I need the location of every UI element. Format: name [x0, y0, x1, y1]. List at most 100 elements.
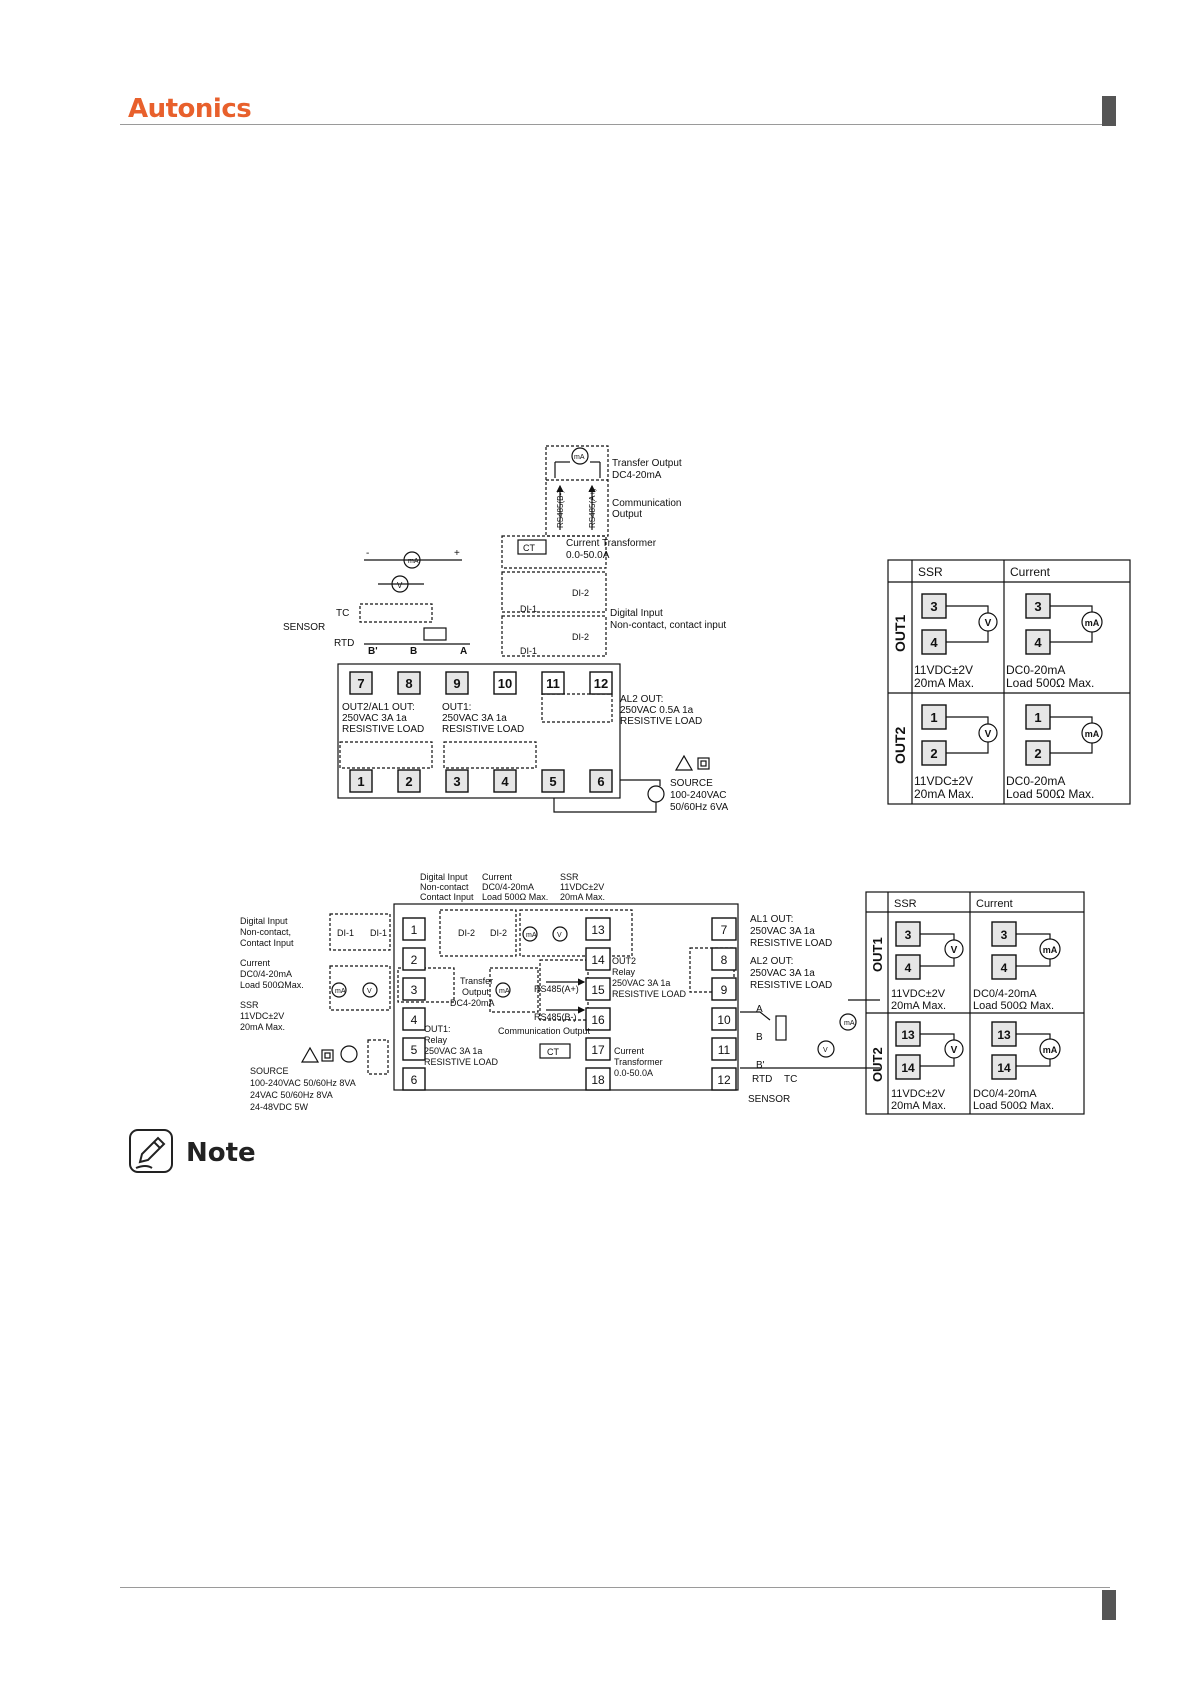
d2-di-top-1: Digital Input [420, 872, 468, 882]
warning-icons-2 [300, 1046, 334, 1063]
transfer-output-spec: DC4-20mA [612, 470, 662, 481]
t2-cur-term-13: 13 [997, 1028, 1011, 1042]
t1-out2-cur-spec1: DC0-20mA [1006, 774, 1065, 788]
t2-out1-ssr-spec1: 11VDC±2V [891, 988, 946, 1000]
d2-cur-top-2: DC0/4-20mA [482, 882, 534, 892]
rtd-b-prime: B' [368, 646, 378, 657]
out2al1-line2: 250VAC 3A 1a [342, 713, 407, 724]
source-line3: 50/60Hz 6VA [670, 802, 729, 813]
d2-di-left-3: Contact Input [240, 938, 294, 948]
terminal-5: 5 [549, 774, 556, 789]
terminal-4: 4 [501, 774, 509, 789]
terminal-1: 1 [357, 774, 364, 789]
comm-output-line1: Communication [612, 498, 681, 509]
terminal-8: 8 [405, 676, 412, 691]
out1-line3: RESISTIVE LOAD [442, 724, 524, 735]
d2-out1-3: 250VAC 3A 1a [424, 1046, 482, 1056]
source-line1: SOURCE [670, 778, 713, 789]
d2-di1-left-b: DI-1 [370, 928, 387, 938]
al2-line2: 250VAC 0.5A 1a [620, 705, 694, 716]
d2-sensor-b: B [756, 1032, 763, 1043]
d2-out1-2: Relay [424, 1035, 448, 1045]
t2-v-meter-1: V [951, 945, 958, 956]
d2-ma-sensor: mA [844, 1020, 855, 1027]
t2-ma-meter-1: mA [1043, 945, 1058, 955]
di1-label-a: DI-1 [520, 604, 537, 614]
d2-al1-1: AL1 OUT: [750, 914, 793, 925]
d2-ma-transfer: mA [499, 988, 510, 995]
d2-term-4: 4 [411, 1013, 418, 1027]
t2-cur-term-4: 4 [1001, 961, 1008, 975]
d2-ct-1: Current [614, 1046, 645, 1056]
t2-out2-ssr-spec1: 11VDC±2V [891, 1088, 946, 1100]
al2-line3: RESISTIVE LOAD [620, 716, 702, 727]
d2-term-10: 10 [717, 1013, 731, 1027]
d2-comm-output: Communication Output [498, 1026, 591, 1036]
t1-col-current: Current [1010, 565, 1051, 579]
ct-label: Current Transformer [566, 538, 657, 549]
t1-row-out1: OUT1 [892, 614, 908, 652]
d2-cur-left-3: Load 500ΩMax. [240, 980, 304, 990]
sensor-ma-plus: + [454, 548, 460, 559]
d2-term-13: 13 [591, 923, 605, 937]
d2-term-12: 12 [717, 1073, 731, 1087]
d2-term-15: 15 [591, 983, 605, 997]
t1-ma-meter-2: mA [1085, 729, 1100, 739]
d2-term-11: 11 [718, 1043, 731, 1057]
d2-term-9: 9 [721, 983, 728, 997]
t2-out1-cur-spec2: Load 500Ω Max. [973, 1000, 1054, 1012]
terminal-3: 3 [453, 774, 460, 789]
d2-ct-2: Transformer [614, 1057, 663, 1067]
d2-source-4: 24-48VDC 5W [250, 1102, 309, 1112]
d2-ct-box: CT [547, 1047, 559, 1057]
di2-label-a: DI-2 [572, 588, 589, 598]
d2-sensor: SENSOR [748, 1094, 790, 1105]
output-table-1 [887, 559, 1131, 805]
t2-out2-cur-spec2: Load 500Ω Max. [973, 1100, 1054, 1112]
diagram-2-terminals [402, 917, 737, 1091]
sensor-label: SENSOR [283, 622, 325, 633]
rs485-b-label: RS485(B-) [556, 490, 565, 528]
d2-cur-top-1: Current [482, 872, 513, 882]
d2-term-7: 7 [721, 923, 728, 937]
d2-ma-left: mA [335, 988, 346, 995]
d2-cur-top-3: Load 500Ω Max. [482, 892, 548, 902]
d2-ssr-left-2: 11VDC±2V [240, 1011, 284, 1021]
t1-ssr-term-2: 2 [930, 746, 937, 761]
d2-transfer-2: Output [462, 987, 490, 997]
d2-term-1: 1 [411, 923, 418, 937]
sensor-ma-minus: - [366, 548, 369, 559]
d2-term-2: 2 [411, 953, 418, 967]
t1-col-ssr: SSR [918, 565, 943, 579]
t2-col-ssr: SSR [894, 898, 917, 910]
t2-out1-cur-spec1: DC0/4-20mA [973, 988, 1037, 1000]
terminal-10: 10 [498, 676, 512, 691]
t2-col-current: Current [976, 898, 1013, 910]
t1-out1-cur-spec2: Load 500Ω Max. [1006, 676, 1094, 690]
d2-term-8: 8 [721, 953, 728, 967]
d2-v-left: V [367, 988, 372, 995]
t2-out2-ssr-spec2: 20mA Max. [891, 1100, 946, 1112]
d2-cur-left-2: DC0/4-20mA [240, 969, 292, 979]
t2-cur-term-14: 14 [997, 1061, 1011, 1075]
footer-tab-marker [1102, 1590, 1116, 1620]
d2-al2-3: RESISTIVE LOAD [750, 980, 832, 991]
sensor-v-meter: V [397, 581, 403, 590]
d2-term-5: 5 [411, 1043, 418, 1057]
terminal-2: 2 [405, 774, 412, 789]
d2-di2-inner-a: DI-2 [458, 928, 475, 938]
t1-v-meter-2: V [985, 729, 992, 740]
note-pencil-icon [129, 1129, 173, 1173]
d2-out2-1: OUT2 [612, 956, 636, 966]
d2-source-2: 100-240VAC 50/60Hz 8VA [250, 1078, 356, 1088]
t1-ssr-term-3: 3 [930, 599, 937, 614]
diagram-2 [329, 903, 880, 1091]
digital-input-desc: Non-contact, contact input [610, 620, 726, 631]
d2-term-3: 3 [411, 983, 418, 997]
d2-transfer-1: Transfer [460, 976, 493, 986]
d2-sensor-b-prime: B' [756, 1060, 765, 1071]
t1-cur-term-2: 2 [1034, 746, 1041, 761]
t1-out2-ssr-spec2: 20mA Max. [914, 787, 974, 801]
d2-di1-left: DI-1 [337, 928, 354, 938]
d2-out1-1: OUT1: [424, 1024, 451, 1034]
